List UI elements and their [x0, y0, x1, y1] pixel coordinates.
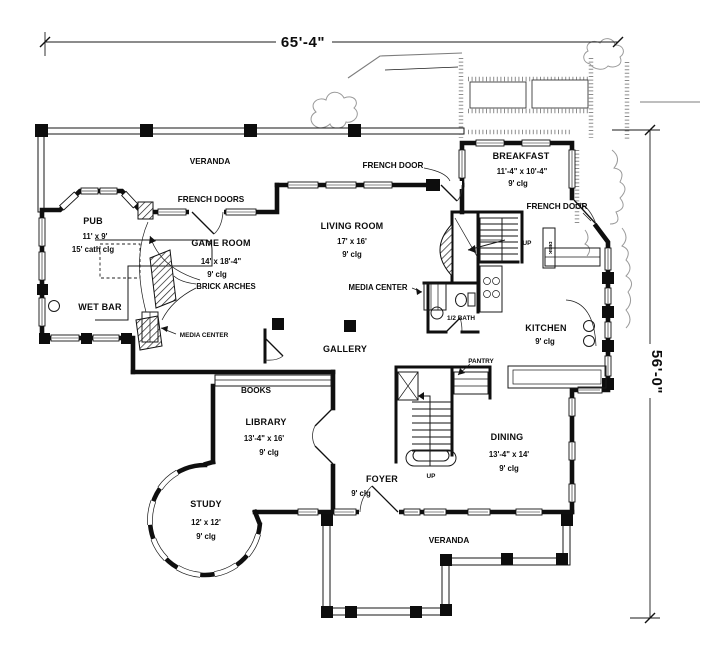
room-label-living-room: LIVING ROOM — [321, 221, 384, 231]
room-ceiling-library: 9' clg — [259, 448, 279, 457]
room-label-veranda-bottom: VERANDA — [429, 536, 470, 545]
room-label-breakfast: BREAKFAST — [493, 151, 550, 161]
media-center-cabinet-main — [423, 283, 447, 311]
room-label-veranda-top: VERANDA — [190, 157, 231, 166]
room-label-half-bath: 1/2 BATH — [447, 315, 475, 322]
room-ceiling-pub: 15' cath clg — [72, 245, 114, 254]
pantry-shelves — [453, 371, 489, 395]
feature-label-books: BOOKS — [241, 386, 272, 395]
kitchen-casework — [479, 217, 607, 389]
room-label-game-room: GAME ROOM — [191, 238, 250, 248]
half-bath-fixtures — [430, 292, 476, 320]
labels: 65'-4" 56'-0" VERANDA FRENCH DOORS PUB 1… — [72, 34, 665, 545]
room-label-kitchen: KITCHEN — [525, 323, 566, 333]
room-dims-breakfast: 11'-4" x 10'-4" — [497, 167, 548, 176]
back-staircase — [454, 217, 518, 259]
room-dims-study: 12' x 12' — [191, 518, 221, 527]
veranda-top-structure — [35, 124, 465, 213]
room-dims-living-room: 17' x 16' — [337, 237, 367, 246]
room-label-pantry: PANTRY — [468, 358, 494, 365]
room-label-library: LIBRARY — [245, 417, 286, 427]
interior-walls — [394, 210, 524, 464]
room-dims-library: 13'-4" x 16' — [244, 434, 284, 443]
room-ceiling-dining: 9' clg — [499, 464, 519, 473]
main-staircase — [397, 371, 457, 467]
room-label-foyer: FOYER — [366, 474, 398, 484]
feature-label-french-door-right: FRENCH DOOR — [527, 202, 588, 211]
room-label-gallery: GALLERY — [323, 344, 367, 354]
wet-bar-counter — [48, 239, 213, 321]
wall-piers — [37, 179, 614, 390]
masonry-piers — [135, 201, 453, 351]
windows — [38, 139, 612, 516]
feature-label-desk: DESK — [548, 242, 553, 255]
room-label-study: STUDY — [190, 499, 222, 509]
leader-lines — [149, 167, 592, 376]
room-dims-pub: 11' x 9' — [83, 232, 108, 241]
feature-label-french-doors: FRENCH DOORS — [178, 195, 245, 204]
room-ceiling-game-room: 9' clg — [207, 270, 227, 279]
room-ceiling-study: 9' clg — [196, 532, 216, 541]
room-label-dining: DINING — [491, 432, 524, 442]
right-dimension-label: 56'-0" — [648, 350, 665, 394]
room-label-wet-bar: WET BAR — [78, 302, 122, 312]
room-dims-game-room: 14' x 18'-4" — [201, 257, 242, 266]
room-ceiling-breakfast: 9' clg — [508, 179, 528, 188]
feature-label-media-center-main: MEDIA CENTER — [348, 283, 407, 292]
garden-landscaping — [310, 38, 700, 329]
feature-label-media-center-left: MEDIA CENTER — [180, 332, 229, 339]
veranda-bottom-structure — [321, 514, 573, 618]
room-ceiling-foyer: 9' clg — [351, 489, 371, 498]
doors — [189, 181, 597, 516]
study-turret — [145, 459, 263, 580]
feature-label-brick-arches: BRICK ARCHES — [196, 282, 256, 291]
room-label-pub: PUB — [83, 216, 103, 226]
books-shelf — [214, 374, 332, 387]
media-center-cabinet-left — [141, 311, 159, 343]
room-ceiling-kitchen: 9' clg — [535, 337, 555, 346]
room-dims-dining: 13'-4" x 14' — [489, 450, 529, 459]
stair-label-up-back: UP — [523, 240, 533, 247]
room-ceiling-living-room: 9' clg — [342, 250, 362, 259]
stair-label-up-main: UP — [427, 473, 437, 480]
feature-label-french-door-top: FRENCH DOOR — [363, 161, 424, 170]
top-dimension-label: 65'-4" — [281, 34, 325, 51]
dimension-lines — [39, 32, 660, 624]
